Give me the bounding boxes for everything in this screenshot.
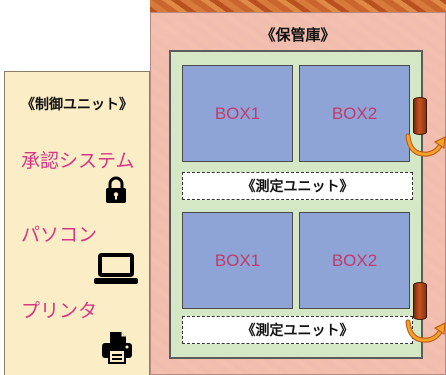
actuator-cylinder-upper	[413, 97, 427, 135]
box-1-upper: BOX1	[182, 65, 293, 162]
laptop-icon	[94, 253, 138, 284]
printer-icon	[102, 332, 132, 364]
printer-label: プリンタ	[21, 300, 98, 322]
control-unit-title: 《制御ユニット》	[21, 97, 133, 113]
box-2-lower: BOX2	[299, 212, 410, 309]
measurement-unit-lower: 《測定ユニット》	[182, 316, 413, 344]
lock-icon	[106, 176, 126, 203]
pc-label: パソコン	[21, 224, 98, 246]
control-unit: 《制御ユニット》 承認システム パソコン プリンタ	[4, 71, 150, 375]
box-1-lower: BOX1	[182, 212, 293, 309]
box-2-upper: BOX2	[299, 65, 410, 162]
rotate-arrow-icon	[405, 319, 446, 343]
actuator-cylinder-lower	[413, 282, 427, 320]
rotate-arrow-icon	[405, 133, 446, 157]
measurement-unit-upper: 《測定ユニット》	[182, 172, 413, 200]
storage-title: 《保管庫》	[260, 26, 336, 44]
approval-system-label: 承認システム	[21, 150, 135, 172]
